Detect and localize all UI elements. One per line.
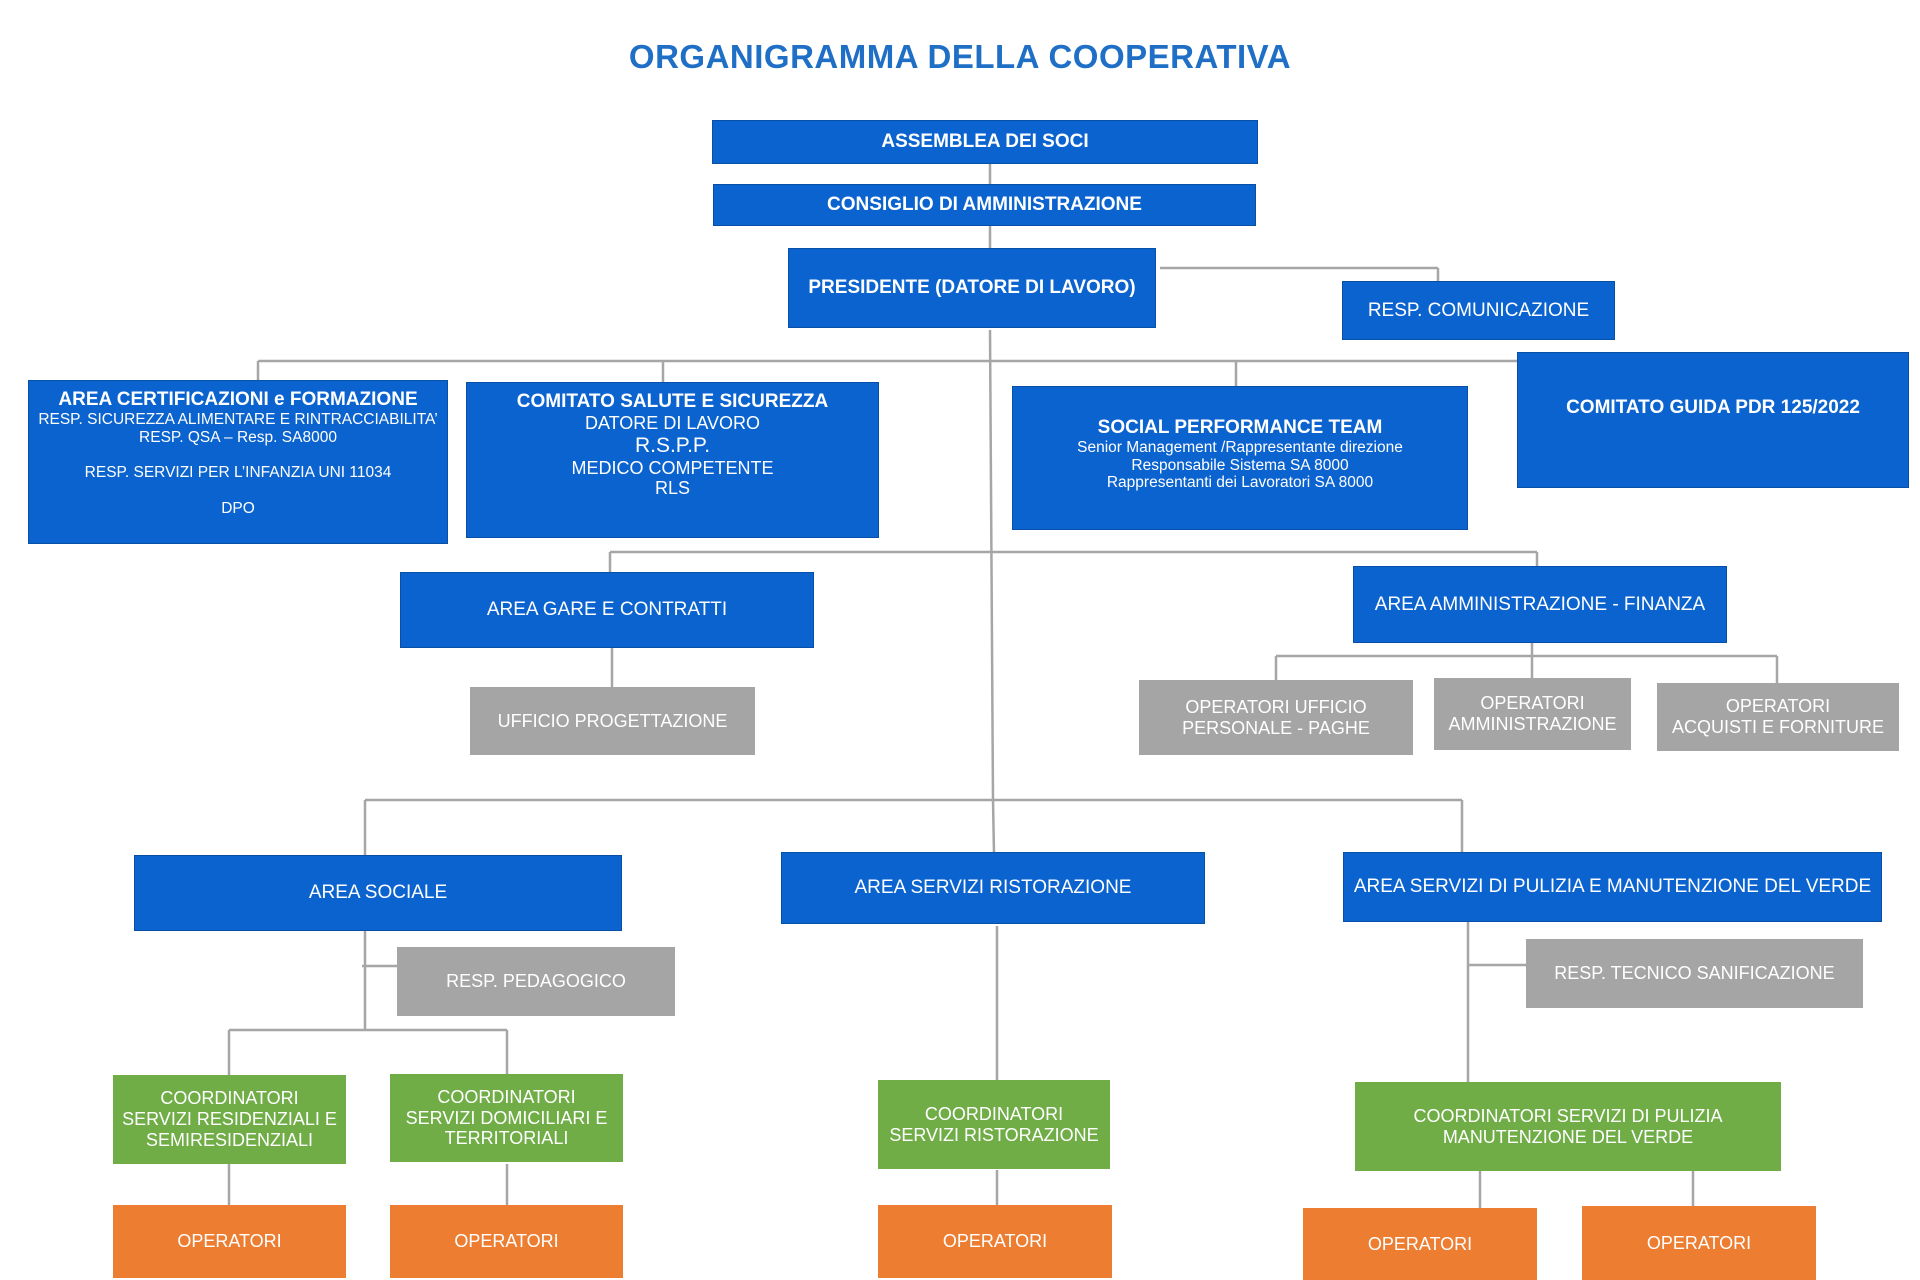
node-line: MEDICO COMPETENTE <box>571 457 774 478</box>
node-line: OPERATORI <box>1725 696 1831 717</box>
node-line: OPERATORI UFFICIO <box>1185 696 1367 717</box>
node-consiglio-amministrazione: CONSIGLIO DI AMMINISTRAZIONE <box>713 184 1256 226</box>
node-label: RESP. COMUNICAZIONE <box>1367 299 1590 321</box>
node-coordinatori-residenziali: COORDINATORI SERVIZI RESIDENZIALI E SEMI… <box>113 1075 346 1164</box>
node-operatori-ristorazione: OPERATORI <box>878 1205 1112 1278</box>
node-line: Rappresentanti dei Lavoratori SA 8000 <box>1106 474 1374 492</box>
node-line: MANUTENZIONE DEL VERDE <box>1442 1126 1694 1147</box>
node-line: ACQUISTI E FORNITURE <box>1671 717 1884 737</box>
node-line: RESP. SICUREZZA ALIMENTARE E RINTRACCIAB… <box>38 410 438 428</box>
node-title: COMITATO SALUTE E SICUREZZA <box>516 391 829 412</box>
node-title: SOCIAL PERFORMANCE TEAM <box>1097 417 1383 438</box>
node-area-amministrazione-finanza: AREA AMMINISTRAZIONE - FINANZA <box>1353 566 1727 643</box>
node-line: COORDINATORI SERVIZI DI PULIZIA <box>1413 1105 1723 1126</box>
node-label: PRESIDENTE (DATORE DI LAVORO) <box>808 277 1136 299</box>
node-coordinatori-ristorazione: COORDINATORI SERVIZI RISTORAZIONE <box>878 1080 1110 1169</box>
node-resp-pedagogico: RESP. PEDAGOGICO <box>397 947 675 1016</box>
node-area-gare-contratti: AREA GARE E CONTRATTI <box>400 572 814 648</box>
node-comitato-salute-sicurezza: COMITATO SALUTE E SICUREZZA DATORE DI LA… <box>466 382 879 538</box>
node-resp-comunicazione: RESP. COMUNICAZIONE <box>1342 281 1615 340</box>
node-line: Responsabile Sistema SA 8000 <box>1131 456 1349 474</box>
node-line: SERVIZI RISTORAZIONE <box>889 1124 1099 1145</box>
node-label: UFFICIO PROGETTAZIONE <box>497 710 728 731</box>
node-line: Senior Management /Rappresentante direzi… <box>1077 438 1403 456</box>
node-label: AREA AMMINISTRAZIONE - FINANZA <box>1374 593 1706 615</box>
node-line: COORDINATORI <box>437 1086 576 1107</box>
node-coordinatori-pulizia: COORDINATORI SERVIZI DI PULIZIA MANUTENZ… <box>1355 1082 1781 1171</box>
node-label: AREA SERVIZI DI PULIZIA E MANUTENZIONE D… <box>1353 876 1872 898</box>
node-title: AREA CERTIFICAZIONI e FORMAZIONE <box>58 389 418 410</box>
node-label: OPERATORI <box>1646 1232 1752 1253</box>
node-label: AREA SERVIZI RISTORAZIONE <box>854 877 1132 899</box>
node-label: OPERATORI <box>1367 1233 1473 1254</box>
node-line: RESP. QSA – Resp. SA8000 <box>139 428 337 446</box>
node-area-servizi-ristorazione: AREA SERVIZI RISTORAZIONE <box>781 852 1205 924</box>
node-comitato-guida: COMITATO GUIDA PDR 125/2022 <box>1517 352 1909 488</box>
node-operatori-acquisti-forniture: OPERATORI ACQUISTI E FORNITURE <box>1657 683 1899 751</box>
node-line: SERVIZI DOMICILIARI E <box>405 1107 608 1128</box>
node-operatori-sociale-1: OPERATORI <box>113 1205 346 1278</box>
node-line: RLS <box>654 478 690 499</box>
node-operatori-pulizia-2: OPERATORI <box>1582 1206 1816 1280</box>
node-label: RESP. TECNICO SANIFICAZIONE <box>1554 963 1835 984</box>
node-line: COORDINATORI <box>924 1103 1064 1124</box>
node-ufficio-progettazione: UFFICIO PROGETTAZIONE <box>470 687 755 755</box>
node-line: AMMINISTRAZIONE <box>1448 714 1617 734</box>
node-line: SEMIRESIDENZIALI <box>145 1129 314 1150</box>
node-label: COMITATO GUIDA PDR 125/2022 <box>1566 397 1860 418</box>
node-label: OPERATORI <box>454 1231 559 1252</box>
node-operatori-sociale-2: OPERATORI <box>390 1205 623 1278</box>
node-line: OPERATORI <box>1480 693 1585 714</box>
node-coordinatori-domiciliari: COORDINATORI SERVIZI DOMICILIARI E TERRI… <box>390 1074 623 1162</box>
node-line: SERVIZI RESIDENZIALI E <box>122 1109 337 1130</box>
node-label: RESP. PEDAGOGICO <box>446 971 626 992</box>
node-line: DPO <box>221 500 255 518</box>
node-assemblea-dei-soci: ASSEMBLEA DEI SOCI <box>712 120 1258 164</box>
node-label: OPERATORI <box>177 1231 282 1252</box>
node-operatori-pulizia-1: OPERATORI <box>1303 1208 1537 1280</box>
node-label: AREA SOCIALE <box>308 882 448 904</box>
node-label: AREA GARE E CONTRATTI <box>486 599 728 621</box>
node-social-performance-team: SOCIAL PERFORMANCE TEAM Senior Managemen… <box>1012 386 1468 530</box>
node-area-pulizia-verde: AREA SERVIZI DI PULIZIA E MANUTENZIONE D… <box>1343 852 1882 922</box>
node-area-certificazioni: AREA CERTIFICAZIONI e FORMAZIONE RESP. S… <box>28 380 448 544</box>
node-line: R.S.P.P. <box>634 433 711 457</box>
chart-title: ORGANIGRAMMA DELLA COOPERATIVA <box>628 38 1292 75</box>
node-line: DATORE DI LAVORO <box>584 412 761 433</box>
node-line: RESP. SERVIZI PER L’INFANZIA UNI 11034 <box>84 464 392 482</box>
node-presidente: PRESIDENTE (DATORE DI LAVORO) <box>788 248 1156 328</box>
node-line: TERRITORIALI <box>444 1128 569 1149</box>
node-line: PERSONALE - PAGHE <box>1182 717 1370 738</box>
node-area-sociale: AREA SOCIALE <box>134 855 622 931</box>
node-line: COORDINATORI <box>160 1088 299 1109</box>
node-resp-tecnico-sanificazione: RESP. TECNICO SANIFICAZIONE <box>1526 939 1863 1008</box>
node-label: OPERATORI <box>942 1231 1048 1252</box>
node-label: ASSEMBLEA DEI SOCI <box>881 131 1089 153</box>
node-operatori-personale-paghe: OPERATORI UFFICIO PERSONALE - PAGHE <box>1139 680 1413 755</box>
node-label: CONSIGLIO DI AMMINISTRAZIONE <box>827 194 1142 216</box>
node-operatori-amministrazione: OPERATORI AMMINISTRAZIONE <box>1434 678 1631 750</box>
